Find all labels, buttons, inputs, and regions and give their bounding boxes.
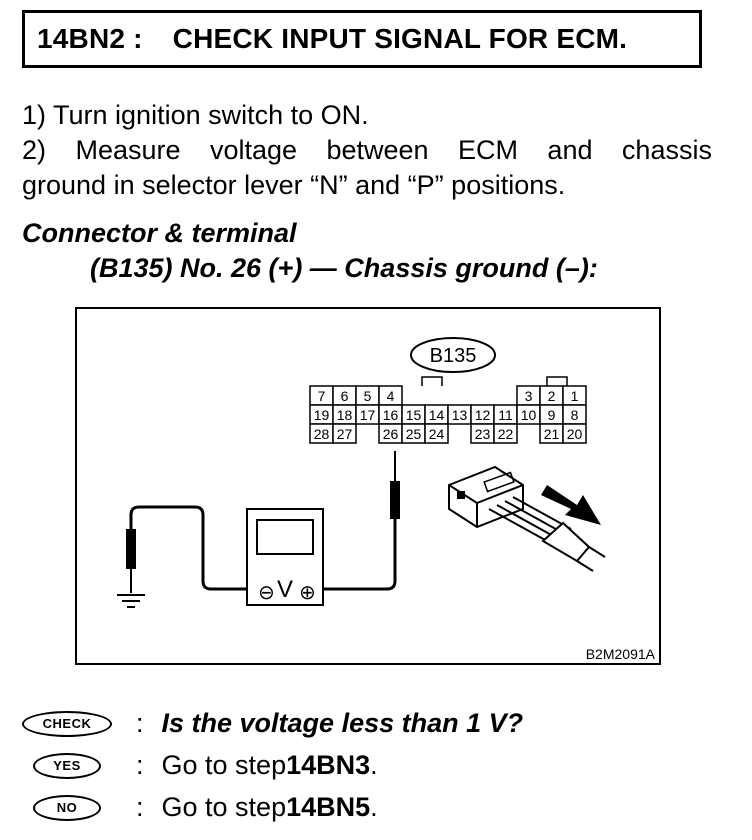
pin-cell <box>493 423 518 444</box>
connector-key-tab <box>546 376 568 386</box>
period: . <box>370 792 378 822</box>
pin-number: 10 <box>521 407 537 423</box>
yes-badge: YES <box>33 752 101 779</box>
check-question: Is the voltage less than 1 V? <box>161 708 524 738</box>
period: . <box>370 750 378 780</box>
check-badge: CHECK <box>22 710 112 737</box>
pin-number: 19 <box>314 407 330 423</box>
no-text: Go to step <box>161 792 287 822</box>
pin-number: 14 <box>429 407 445 423</box>
pin-number: 5 <box>364 388 372 404</box>
pin-number: 25 <box>406 426 422 442</box>
pin-number: 9 <box>548 407 556 423</box>
pin-number: 22 <box>498 426 514 442</box>
pin-number: 12 <box>475 407 491 423</box>
connector-heading: Connector & terminal <box>22 218 297 248</box>
pin-number: 4 <box>387 388 395 404</box>
connector-label: B135 <box>430 345 477 367</box>
step-2-word: ECM <box>457 135 518 165</box>
pin-cell <box>562 423 587 444</box>
voltmeter-body <box>246 508 324 606</box>
pin-number: 15 <box>406 407 422 423</box>
separator: : <box>136 750 144 780</box>
pin-cell <box>424 423 449 444</box>
step-2-word: chassis <box>621 135 712 165</box>
pin-number: 24 <box>429 426 445 442</box>
step-2-word: and <box>547 135 593 165</box>
minus-terminal: ⊖ <box>258 580 275 604</box>
pin-number: 20 <box>567 426 583 442</box>
no-badge-wrap: NO <box>22 794 112 821</box>
pin-number: 18 <box>337 407 353 423</box>
no-row: NO : Go to step 14BN5 . <box>22 792 378 823</box>
pin-number: 27 <box>337 426 353 442</box>
no-badge: NO <box>33 794 101 821</box>
connector-key-tab <box>421 376 443 386</box>
instruction-steps: 1) Turn ignition switch to ON. 2) Measur… <box>22 98 712 203</box>
pin-number: 13 <box>452 407 468 423</box>
pin-number: 3 <box>525 388 533 404</box>
step-title-box: 14BN2 : CHECK INPUT SIGNAL FOR ECM. <box>22 10 702 68</box>
no-step-link[interactable]: 14BN5 <box>286 792 371 822</box>
step-2-word: Measure <box>75 135 181 165</box>
connector-harness-illustration <box>448 465 606 572</box>
step-2-word: 2) <box>22 135 47 165</box>
separator: : <box>136 792 144 822</box>
pin-number: 17 <box>360 407 376 423</box>
step-2-continued: ground in selector lever “N” and “P” pos… <box>22 170 566 200</box>
positive-probe <box>390 481 400 519</box>
negative-probe <box>126 529 136 569</box>
step-1: 1) Turn ignition switch to ON. <box>22 100 369 130</box>
separator: : <box>136 708 144 738</box>
pin-number: 11 <box>498 407 513 423</box>
step-2-word: voltage <box>209 135 298 165</box>
plus-terminal: ⊕ <box>299 580 316 604</box>
check-row: CHECK : Is the voltage less than 1 V? <box>22 708 523 739</box>
step-title: CHECK INPUT SIGNAL FOR ECM. <box>172 23 628 54</box>
yes-badge-wrap: YES <box>22 752 112 779</box>
yes-step-link[interactable]: 14BN3 <box>286 750 371 780</box>
yes-text: Go to step <box>161 750 287 780</box>
pin-number: 7 <box>318 388 326 404</box>
connector-spec: (B135) No. 26 (+) — Chassis ground (–): <box>90 253 598 283</box>
pin-number: 28 <box>314 426 330 442</box>
step-code: 14BN2 : <box>37 23 143 54</box>
pin-number: 26 <box>383 426 399 442</box>
pin-number: 21 <box>544 426 560 442</box>
negative-lead <box>129 505 247 591</box>
pin-number: 16 <box>383 407 399 423</box>
pin-number: 6 <box>341 388 349 404</box>
positive-lead <box>323 519 397 591</box>
step-2-word: between <box>326 135 429 165</box>
connector-label-ellipse <box>410 337 496 373</box>
pin-number: 2 <box>548 388 556 404</box>
pin-number: 1 <box>571 388 579 404</box>
pin-number: 23 <box>475 426 491 442</box>
voltage-symbol: V <box>277 576 293 603</box>
pin-cell <box>332 423 357 444</box>
figure-id: B2M2091A <box>586 646 656 662</box>
pin-number: 8 <box>571 407 579 423</box>
step-2: 2) Measure voltage between ECM and chass… <box>22 133 712 168</box>
yes-row: YES : Go to step 14BN3 . <box>22 750 378 781</box>
voltmeter-display <box>256 519 314 555</box>
